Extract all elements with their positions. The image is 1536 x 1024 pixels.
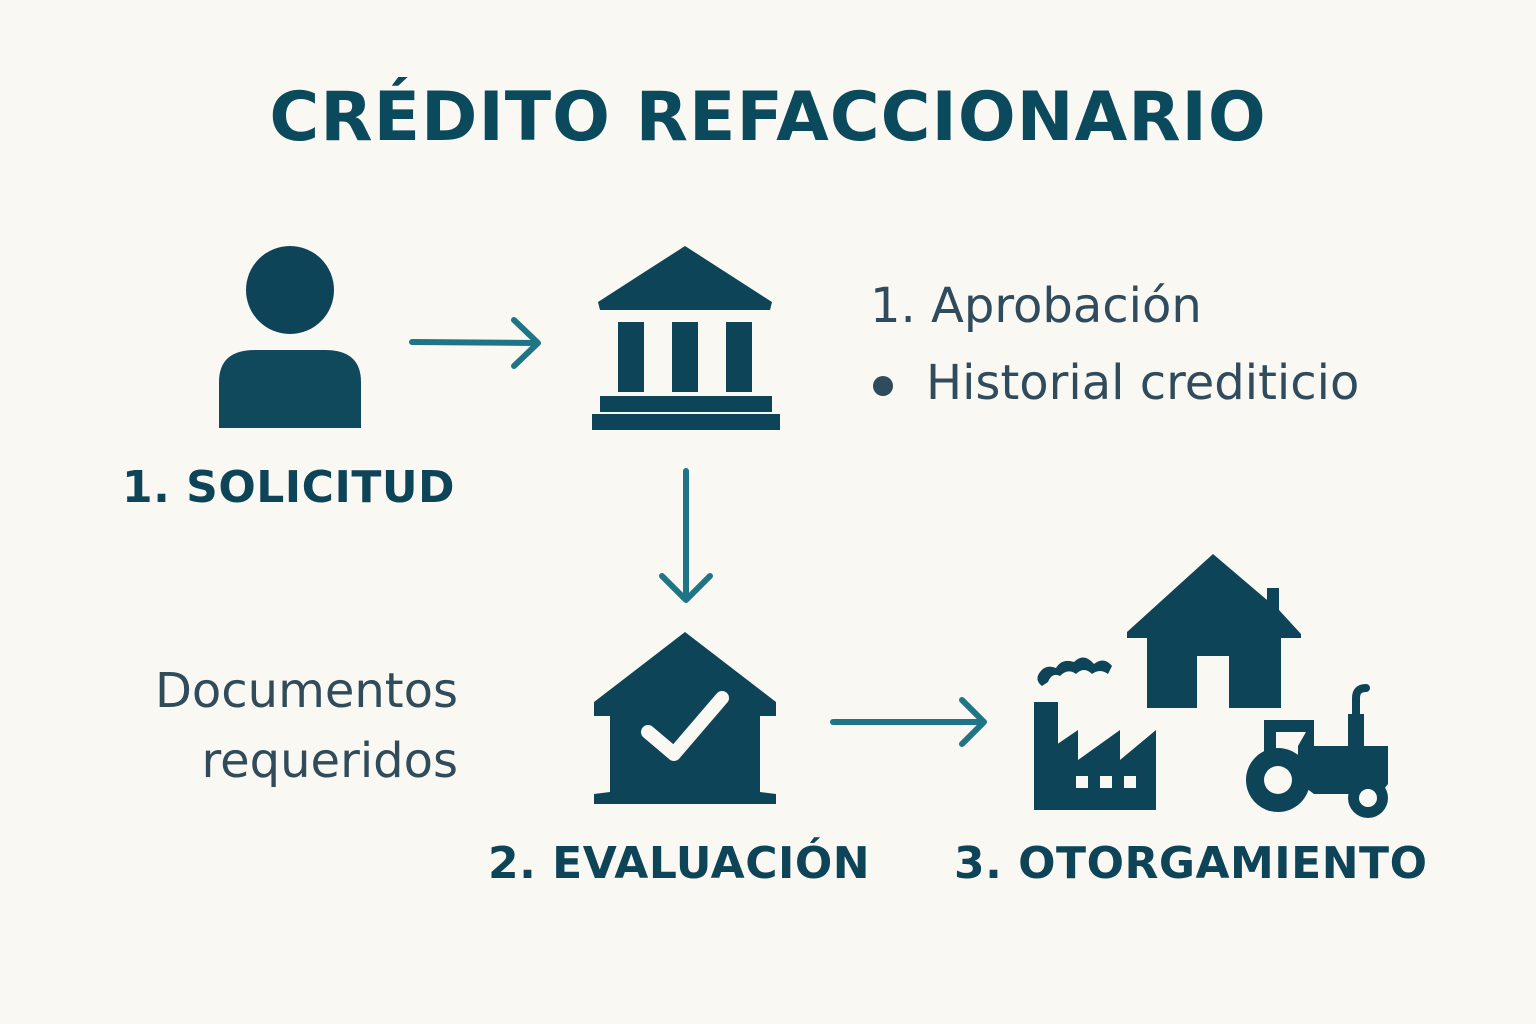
arrow-right-icon-2 bbox=[830, 697, 987, 747]
house-checkmark-icon bbox=[594, 632, 776, 804]
documents-required-note: Documentos requeridos bbox=[155, 656, 458, 796]
step-3-label: 3. OTORGAMIENTO bbox=[954, 838, 1428, 889]
factory-icon bbox=[1034, 657, 1156, 810]
step-1-label: 1. SOLICITUD bbox=[122, 462, 456, 513]
arrow-down-icon bbox=[659, 468, 713, 603]
approval-bullet-item: Historial crediticio bbox=[926, 355, 1360, 411]
documents-line-2: requeridos bbox=[201, 733, 458, 789]
step-2-label: 2. EVALUACIÓN bbox=[488, 838, 871, 889]
bank-building-icon bbox=[592, 246, 780, 430]
arrow-right-icon bbox=[409, 317, 541, 369]
bullet-icon bbox=[873, 376, 893, 396]
house-icon bbox=[1127, 554, 1301, 708]
tractor-icon bbox=[1246, 684, 1388, 818]
person-icon bbox=[219, 246, 361, 428]
documents-line-1: Documentos bbox=[154, 663, 458, 719]
diagram-title: CRÉDITO REFACCIONARIO bbox=[269, 78, 1267, 157]
approval-heading: 1. Aprobación bbox=[870, 278, 1202, 334]
